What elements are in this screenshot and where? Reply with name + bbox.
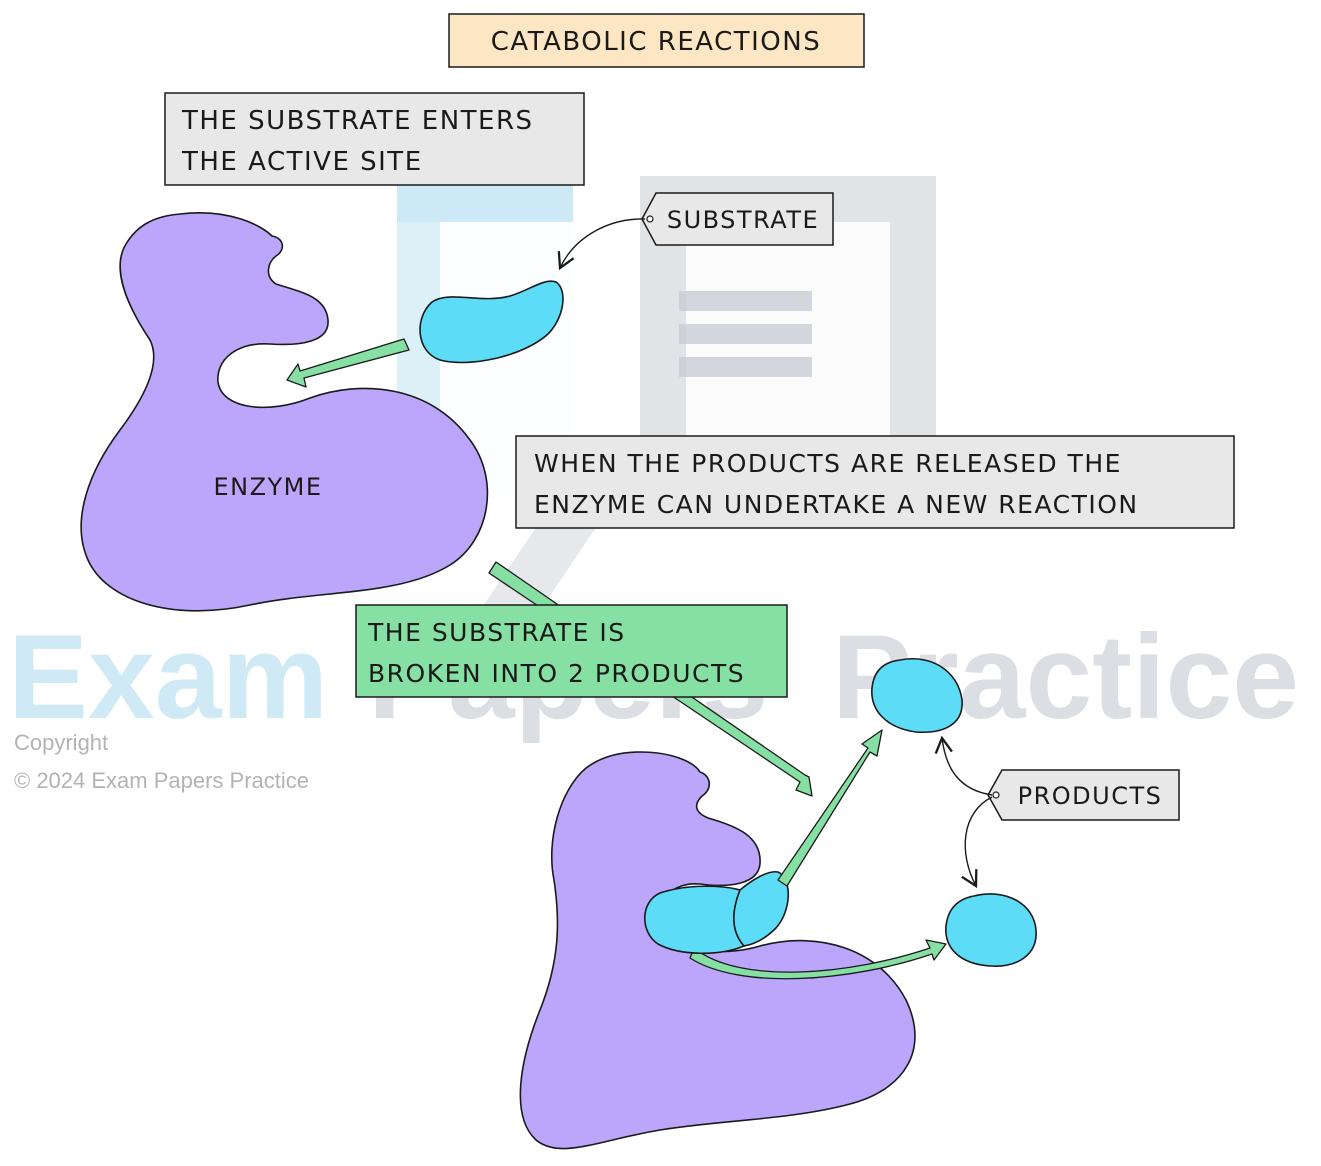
copyright-line-2: © 2024 Exam Papers Practice — [14, 768, 309, 793]
step1-line-2: THE ACTIVE SITE — [181, 147, 423, 177]
release-label-box: WHEN THE PRODUCTS ARE RELEASED THE ENZYM… — [515, 435, 1235, 529]
products-pointer-up — [934, 735, 993, 796]
entry-arrow — [286, 338, 410, 388]
substrate-tag-label: SUBSTRATE — [667, 206, 819, 234]
split-product-left — [644, 885, 746, 955]
substrate-pointer-arrow — [557, 218, 646, 271]
products-tag-label: PRODUCTS — [1018, 782, 1163, 810]
page-title: CATABOLIC REACTIONS — [491, 27, 821, 57]
enzyme-shape-top — [80, 212, 489, 612]
products-pointer-down — [961, 796, 993, 889]
enzyme-shape-bottom — [519, 751, 916, 1150]
substrate-shape — [419, 280, 564, 364]
release-arrow-lower — [689, 939, 947, 980]
released-product-bottom — [945, 893, 1037, 967]
release-line-2: ENZYME CAN UNDERTAKE A NEW REACTION — [534, 490, 1139, 519]
broken-line-1: THE SUBSTRATE IS — [367, 618, 626, 647]
step1-line-1: THE SUBSTRATE ENTERS — [181, 106, 534, 136]
substrate-tag: SUBSTRATE — [641, 192, 834, 246]
release-arrow-upper — [777, 729, 883, 887]
broken-line-2: BROKEN INTO 2 PRODUCTS — [368, 659, 745, 688]
products-tag: PRODUCTS — [987, 769, 1180, 821]
step1-label-box: THE SUBSTRATE ENTERS THE ACTIVE SITE — [164, 92, 585, 186]
broken-label-box: THE SUBSTRATE IS BROKEN INTO 2 PRODUCTS — [355, 604, 788, 698]
title-box: CATABOLIC REACTIONS — [448, 13, 865, 68]
split-product-right — [732, 870, 789, 947]
copyright-line-1: Copyright — [14, 730, 108, 755]
release-line-1: WHEN THE PRODUCTS ARE RELEASED THE — [534, 449, 1122, 478]
watermark-word-exam: Exam — [8, 610, 328, 744]
enzyme-label: ENZYME — [213, 473, 322, 501]
released-product-top — [871, 658, 963, 734]
